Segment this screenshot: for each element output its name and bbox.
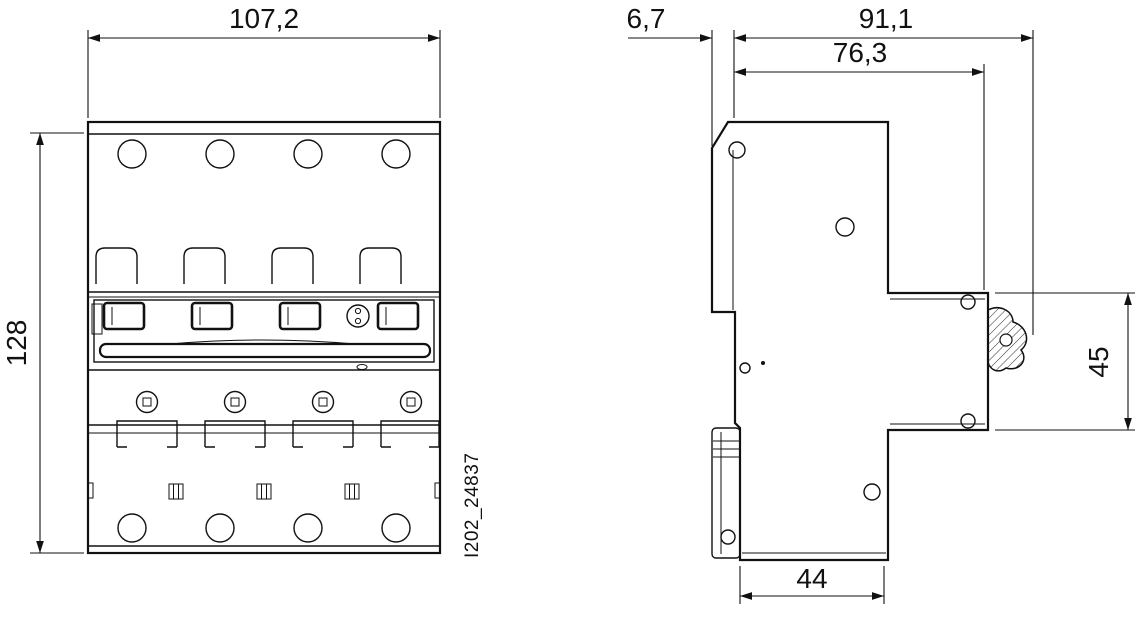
terminal-screw-circle [381, 139, 411, 169]
screw-slot [230, 397, 240, 407]
terminal-screw-circle [205, 139, 235, 169]
vent-frame [256, 483, 272, 500]
screw-circle [399, 390, 423, 414]
terminal-clip [95, 247, 138, 284]
dim-label-side-terminal-height: 45 [1083, 346, 1114, 377]
mounting-bracket [204, 420, 266, 448]
edge-notch [434, 482, 441, 499]
edge-notch [87, 482, 94, 499]
screw-slot [406, 397, 416, 407]
front-mechanism-band [88, 291, 440, 371]
side-rivet-circle [728, 141, 746, 159]
test-button-dot [354, 317, 362, 325]
terminal-clamp-detail [987, 307, 1028, 372]
terminal-screw-side-circle [960, 413, 976, 429]
vent-grille [168, 483, 184, 500]
toggle-handle [190, 301, 234, 331]
vent-grille [344, 483, 360, 500]
small-rivet [356, 364, 368, 370]
dim-label-side-rear-offset: 6,7 [627, 3, 666, 34]
side-rivet-circle [863, 483, 881, 501]
front-top-terminal-screws [117, 139, 411, 169]
screw-circle [223, 390, 247, 414]
mounting-bracket [380, 420, 440, 448]
side-body-outline [710, 120, 990, 562]
terminal-screw-side-circle [960, 294, 976, 310]
dim-label-front-height: 128 [1, 320, 32, 367]
terminal-screw-circle [205, 513, 235, 543]
screw-slot [318, 397, 328, 407]
toggle-handle [102, 301, 146, 331]
dim-label-side-body-depth: 76,3 [833, 37, 888, 68]
dim-side-body-depth: 76,3 [734, 37, 985, 290]
mounting-bracket [292, 420, 354, 448]
toggle-tie-bar [98, 342, 432, 359]
screw-circle [311, 390, 335, 414]
front-view: 107,2 128 I202_24837 [1, 3, 483, 558]
screw-circle [135, 390, 159, 414]
mechanism-housing [93, 299, 435, 363]
side-small-circle [739, 362, 751, 374]
dim-label-front-width: 107,2 [229, 3, 299, 34]
dim-label-side-base-width: 44 [796, 563, 827, 594]
terminal-clip [271, 247, 314, 284]
vent-frame [344, 483, 360, 500]
mounting-bracket [116, 420, 178, 448]
tie-bar-bow-line [169, 339, 356, 345]
dim-side-base-width: 44 [739, 563, 885, 604]
terminal-screw-circle [117, 139, 147, 169]
terminal-clip [359, 247, 402, 284]
front-terminal-clips [95, 247, 402, 284]
mechanism-left-hook [91, 303, 103, 335]
vent-grille [256, 483, 272, 500]
terminal-screw-circle [293, 139, 323, 169]
clamp-screw-circle [999, 333, 1013, 347]
vent-frame [168, 483, 184, 500]
test-button-dot [354, 307, 362, 315]
clip-pin-circle [720, 529, 736, 545]
toggle-handle [278, 301, 322, 331]
side-view: 6,7 91,1 76,3 45 44 [627, 3, 1135, 604]
terminal-screw-circle [381, 513, 411, 543]
part-number-label: I202_24837 [462, 453, 483, 558]
side-pivot-dot [761, 361, 765, 365]
dim-front-width: 107,2 [87, 3, 441, 118]
side-rivet-circle [835, 217, 855, 237]
terminal-clip [183, 247, 226, 284]
clip-body [711, 427, 741, 559]
dim-side-rear-offset: 6,7 [627, 3, 713, 146]
terminal-screw-circle [293, 513, 323, 543]
front-lower-screws [88, 390, 440, 448]
dim-side-terminal-height: 45 [995, 292, 1135, 431]
front-body-outline [86, 120, 442, 555]
din-rail-clip [711, 427, 741, 559]
dim-label-side-total-depth: 91,1 [859, 3, 914, 34]
test-button [346, 304, 370, 328]
front-bottom-section [87, 482, 441, 547]
toggle-handle [376, 301, 420, 331]
dim-side-total-depth: 91,1 [733, 3, 1034, 335]
terminal-screw-circle [117, 513, 147, 543]
dim-front-height: 128 [1, 132, 84, 554]
screw-slot [142, 397, 152, 407]
